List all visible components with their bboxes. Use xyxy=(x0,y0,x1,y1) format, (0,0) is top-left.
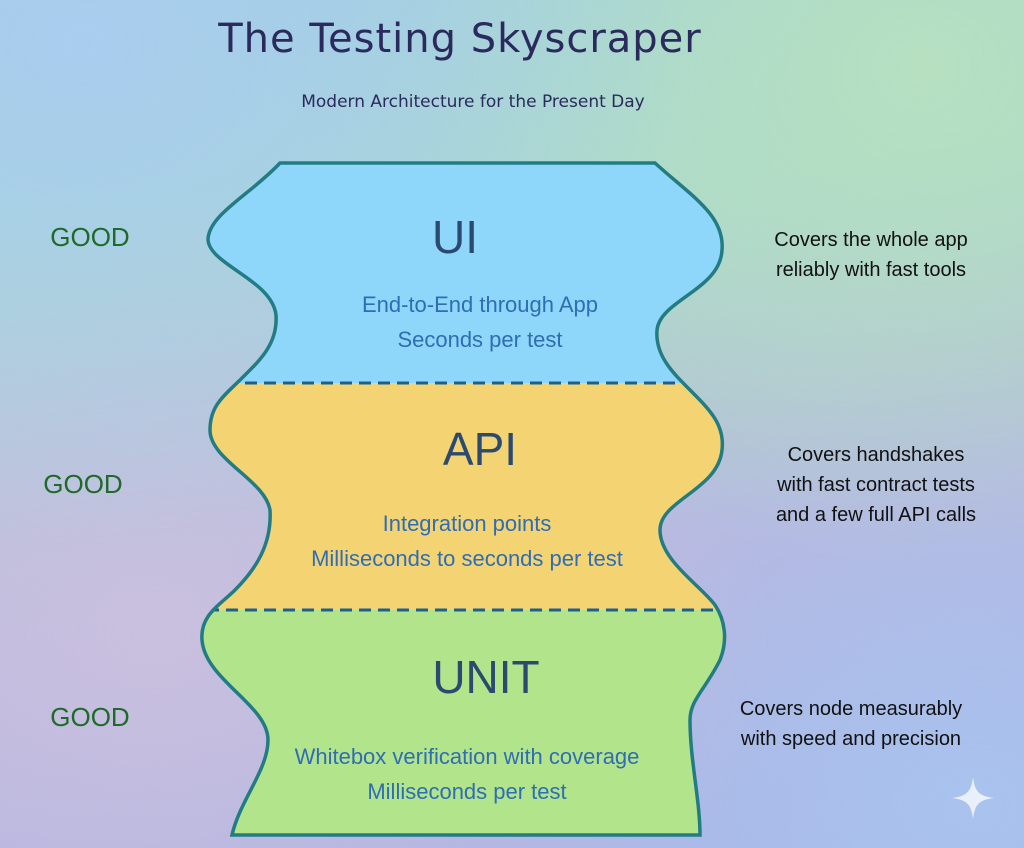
note-line: with speed and precision xyxy=(740,728,962,750)
note-line: Covers handshakes xyxy=(787,444,965,466)
rating-api: GOOD xyxy=(43,469,123,499)
layer-desc-line2: Milliseconds per test xyxy=(367,779,567,804)
layer-desc-line1: End-to-End through App xyxy=(361,292,599,317)
sparkle-icon xyxy=(952,777,994,819)
note-unit: Covers node measurably with speed and pr… xyxy=(691,694,1011,754)
note-line: with fast contract tests xyxy=(777,474,975,496)
layer-title-ui: UI xyxy=(432,211,478,263)
unit-layer-fill xyxy=(201,610,725,835)
layer-desc-line1: Integration points xyxy=(382,511,552,536)
layer-title-api: API xyxy=(442,423,518,475)
diagram-subtitle: Modern Architecture for the Present Day xyxy=(301,92,645,112)
skyscraper-outline xyxy=(200,161,727,837)
note-line: Covers the whole app xyxy=(774,229,968,251)
note-ui: Covers the whole app reliably with fast … xyxy=(711,225,1024,285)
layer-desc-line1: Whitebox verification with coverage xyxy=(294,744,640,769)
note-line: reliably with fast tools xyxy=(775,259,967,281)
note-line: and a few full API calls xyxy=(775,504,977,526)
layer-desc-line2: Seconds per test xyxy=(397,327,563,352)
layer-desc-ui: End-to-End through App Seconds per test xyxy=(220,287,740,357)
note-api: Covers handshakes with fast contract tes… xyxy=(716,440,1024,530)
rating-ui: GOOD xyxy=(50,222,130,252)
api-layer-fill xyxy=(201,383,725,610)
ui-layer-fill xyxy=(201,163,725,383)
layer-desc-api: Integration points Milliseconds to secon… xyxy=(207,506,727,576)
note-line: Covers node measurably xyxy=(739,698,963,720)
layer-title-unit: UNIT xyxy=(432,651,540,703)
rating-unit: GOOD xyxy=(50,702,130,732)
layer-desc-line2: Milliseconds to seconds per test xyxy=(311,546,623,571)
diagram-title: The Testing Skyscraper xyxy=(218,16,702,62)
layer-desc-unit: Whitebox verification with coverage Mill… xyxy=(207,739,727,809)
